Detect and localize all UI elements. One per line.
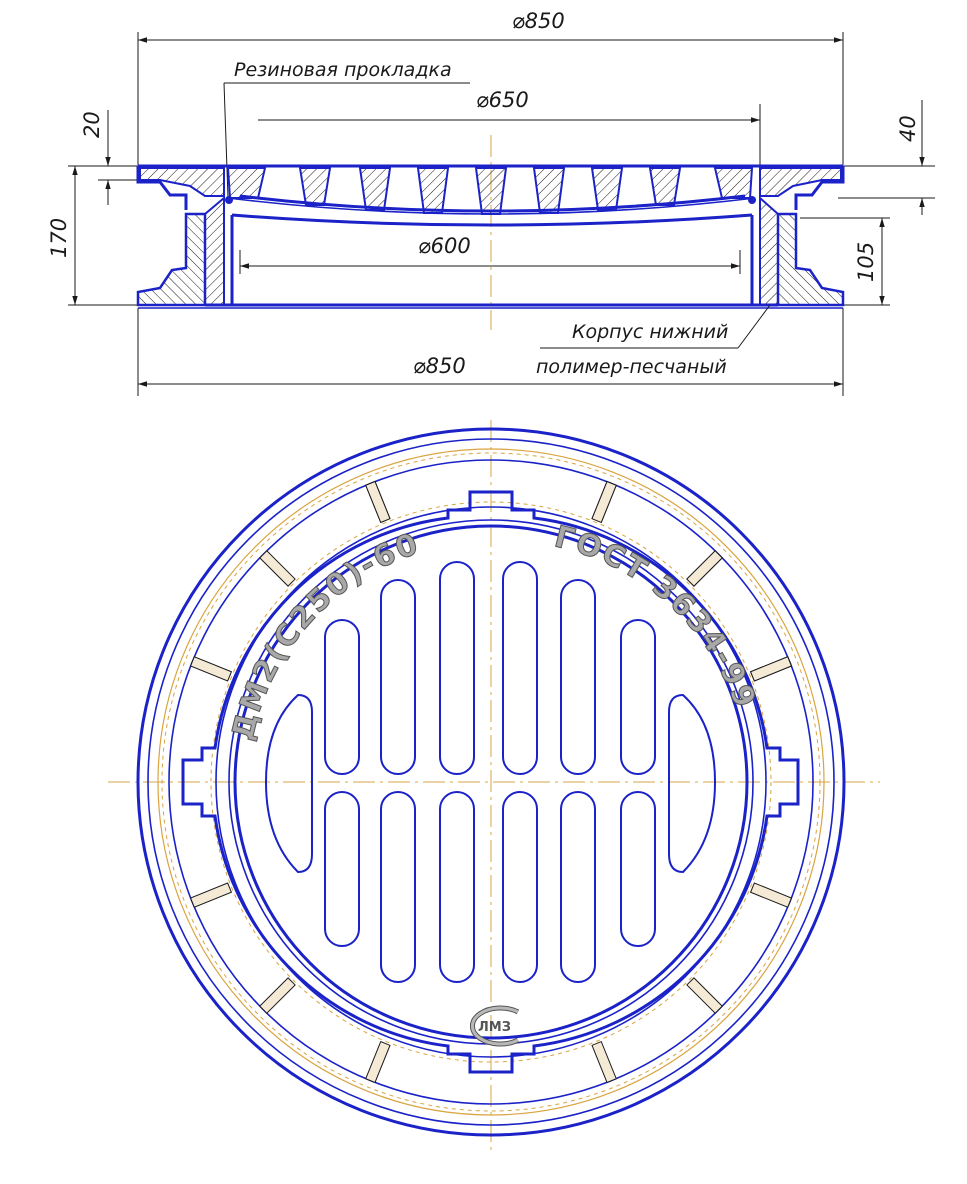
cover-section: [136, 164, 845, 215]
cover-outline: [181, 490, 800, 1074]
frame-ribs: [189, 480, 793, 1084]
dimension-bottom-850: ⌀850: [137, 308, 844, 396]
dim-600-label: ⌀600: [418, 234, 471, 258]
frame-rib: [259, 550, 296, 587]
frame-rib: [591, 1040, 617, 1084]
body-label-line2: полимер-песчаный: [536, 356, 727, 378]
body-callout: Корпус нижний полимер-песчаный: [536, 304, 771, 378]
dim-bottom-850-label: ⌀850: [413, 354, 466, 378]
body-label-line1: Корпус нижний: [572, 321, 728, 343]
dim-650-label: ⌀650: [476, 88, 529, 112]
dimension-600: ⌀600: [239, 234, 741, 274]
frame-rib: [686, 977, 723, 1014]
gasket-label: Резиновая прокладка: [234, 59, 452, 81]
dimension-right: 40 105: [800, 100, 935, 306]
frame-rib: [259, 977, 296, 1014]
frame-rib: [189, 656, 233, 682]
lower-body-section: [136, 195, 845, 309]
cast-marking-right: ГОСТ 3634-99: [551, 520, 763, 714]
dimension-650: ⌀650: [258, 88, 761, 190]
cover-slots: [264, 561, 717, 983]
dim-20-label: 20: [80, 111, 104, 138]
manufacturer-logo: ЛМЗ: [469, 1005, 520, 1047]
logo-text: ЛМЗ: [478, 1020, 511, 1035]
frame-rib: [749, 656, 793, 682]
dim-top-850-label: ⌀850: [512, 9, 565, 33]
plan-view: ДМ2(C250)-60 ГОСТ 3634-99 ЛМЗ: [108, 420, 880, 1150]
dim-105-label: 105: [854, 242, 878, 282]
frame-rib: [189, 882, 233, 908]
frame-rib: [749, 882, 793, 908]
section-view: ⌀850 Резиновая прокладка ⌀650 170 20: [47, 9, 935, 396]
dim-40-label: 40: [896, 115, 920, 142]
dimension-left: 170 20: [47, 110, 150, 306]
frame-rib: [686, 550, 723, 587]
dimension-top-850: ⌀850: [137, 9, 844, 165]
dim-170-label: 170: [47, 218, 71, 258]
gasket-callout: Резиновая прокладка: [223, 59, 470, 199]
frame-rib: [365, 1040, 391, 1084]
frame-rib: [591, 480, 617, 524]
frame-rib: [365, 480, 391, 524]
